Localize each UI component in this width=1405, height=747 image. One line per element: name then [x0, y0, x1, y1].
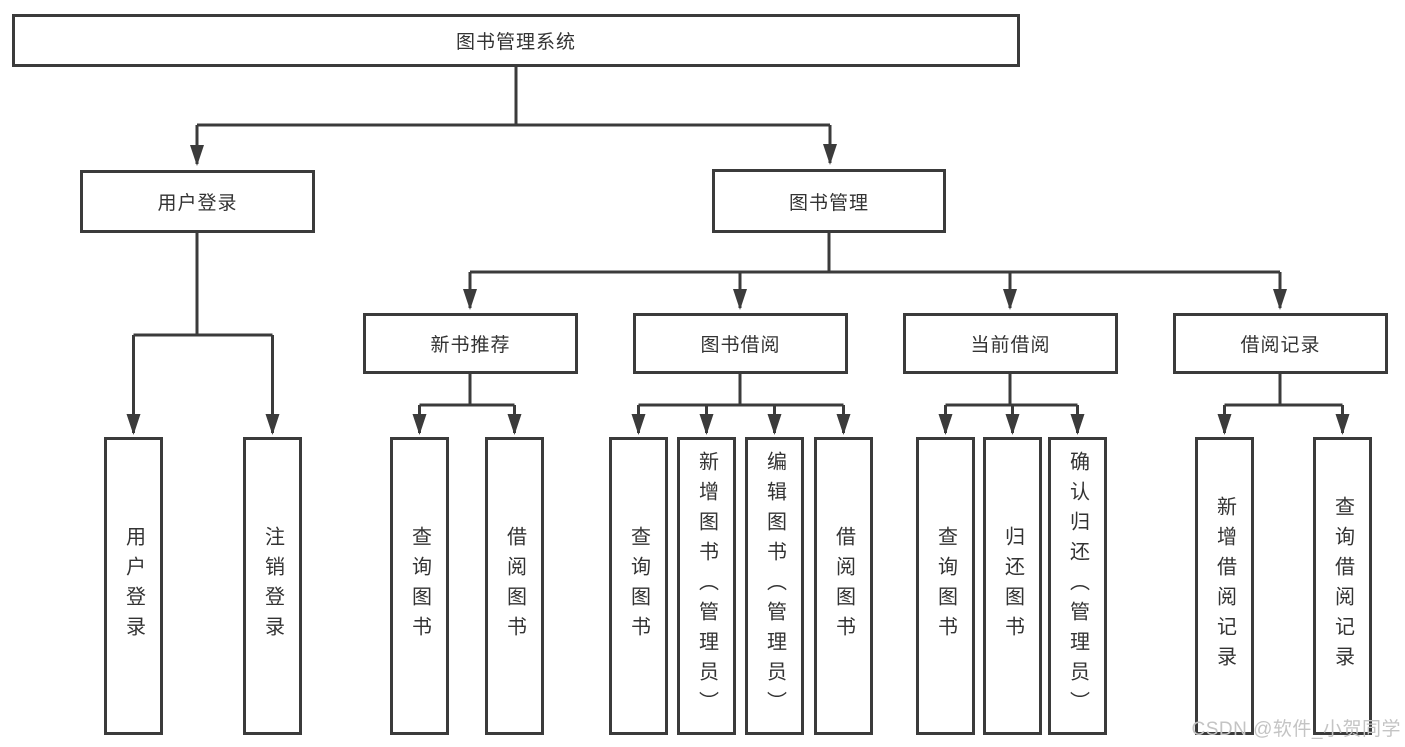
- leaf-rec-borrow-book: 借阅图书: [485, 437, 544, 735]
- leaf-label: 归还图书: [1001, 526, 1024, 646]
- leaf-label: 借阅图书: [503, 526, 526, 646]
- leaf-label: 新增借阅记录: [1213, 496, 1236, 676]
- leaf-record-add: 新增借阅记录: [1195, 437, 1254, 735]
- leaf-borrow-query-book: 查询图书: [609, 437, 668, 735]
- leaf-user-login: 用户登录: [104, 437, 163, 735]
- leaf-label: 查询图书: [408, 526, 431, 646]
- node-book-borrow: 图书借阅: [633, 313, 848, 374]
- leaf-label: 确认归还（管理员）: [1066, 451, 1089, 721]
- leaf-rec-query-book: 查询图书: [390, 437, 449, 735]
- node-new-book-recommend: 新书推荐: [363, 313, 578, 374]
- leaf-label: 查询图书: [934, 526, 957, 646]
- leaf-label: 编辑图书（管理员）: [763, 451, 786, 721]
- leaf-logout-login: 注销登录: [243, 437, 302, 735]
- leaf-current-return-book: 归还图书: [983, 437, 1042, 735]
- node-user-login: 用户登录: [80, 170, 315, 233]
- leaf-label: 查询借阅记录: [1331, 496, 1354, 676]
- leaf-borrow-borrow-book: 借阅图书: [814, 437, 873, 735]
- leaf-label: 注销登录: [261, 526, 284, 646]
- leaf-label: 新增图书（管理员）: [695, 451, 718, 721]
- leaf-label: 查询图书: [627, 526, 650, 646]
- csdn-watermark: CSDN @软件_小贺同学: [1191, 719, 1401, 740]
- node-library-system: 图书管理系统: [12, 14, 1020, 67]
- leaf-borrow-add-book: 新增图书（管理员）: [677, 437, 736, 735]
- leaf-label: 借阅图书: [832, 526, 855, 646]
- leaf-current-query-book: 查询图书: [916, 437, 975, 735]
- leaf-current-confirm-return: 确认归还（管理员）: [1048, 437, 1107, 735]
- leaf-borrow-edit-book: 编辑图书（管理员）: [745, 437, 804, 735]
- node-borrow-record: 借阅记录: [1173, 313, 1388, 374]
- node-book-management: 图书管理: [712, 169, 946, 233]
- leaf-record-query: 查询借阅记录: [1313, 437, 1372, 735]
- node-current-borrow: 当前借阅: [903, 313, 1118, 374]
- leaf-label: 用户登录: [122, 526, 145, 646]
